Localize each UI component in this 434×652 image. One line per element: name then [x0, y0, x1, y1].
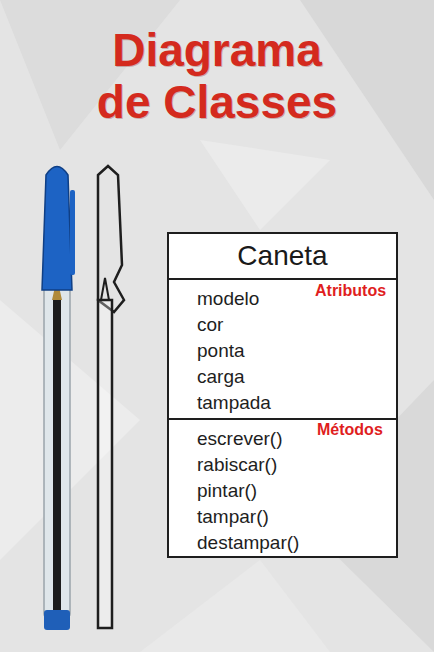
method: pintar()	[197, 478, 396, 504]
attribute: cor	[197, 312, 396, 338]
annotation-label: Métodos	[317, 421, 383, 439]
method: destampar()	[197, 530, 396, 556]
diagram-title: Diagrama de Classes	[89, 24, 345, 128]
attribute: ponta	[197, 338, 396, 364]
class-name: Caneta	[169, 234, 396, 278]
attributes-compartment: modelocorpontacargatampada	[169, 278, 396, 422]
class-box: Canetamodelocorpontacargatampadaescrever…	[167, 232, 398, 558]
methods-compartment: escrever()rabiscar()pintar()tampar()dest…	[169, 418, 396, 562]
attribute: carga	[197, 364, 396, 390]
attribute: tampada	[197, 390, 396, 416]
annotation-label: Atributos	[315, 282, 386, 300]
method: tampar()	[197, 504, 396, 530]
method: rabiscar()	[197, 452, 396, 478]
